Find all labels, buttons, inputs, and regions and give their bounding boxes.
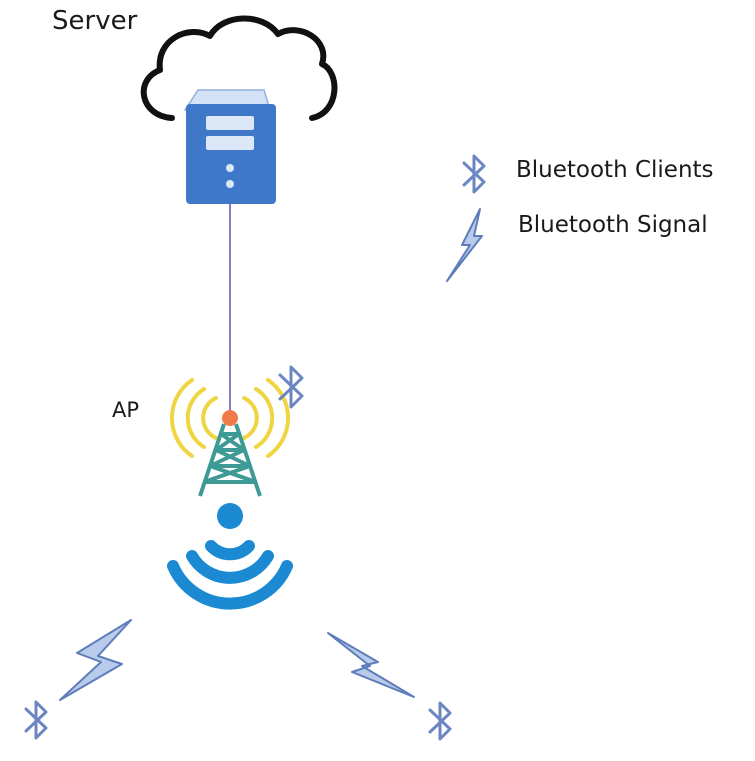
bluetooth-icon — [24, 700, 48, 740]
legend-bluetooth-signal-label: Bluetooth Signal — [518, 212, 708, 238]
legend-bluetooth-clients-label: Bluetooth Clients — [516, 157, 714, 183]
ap-signal-waves-icon — [169, 378, 291, 458]
bluetooth-icon — [462, 154, 486, 194]
cloud-icon — [140, 15, 338, 121]
tower-icon — [198, 423, 262, 497]
ap-node — [222, 410, 238, 426]
server-label: Server — [52, 6, 138, 36]
wifi-icon — [167, 540, 293, 610]
lightning-bolt-icon — [446, 208, 483, 282]
lightning-bolt-icon — [327, 632, 415, 698]
lightning-bolt-icon — [59, 619, 132, 701]
bluetooth-icon — [428, 701, 452, 741]
wifi-dot — [217, 503, 243, 529]
bluetooth-icon — [278, 365, 304, 409]
server-icon — [183, 89, 276, 204]
ap-label: AP — [112, 398, 140, 422]
